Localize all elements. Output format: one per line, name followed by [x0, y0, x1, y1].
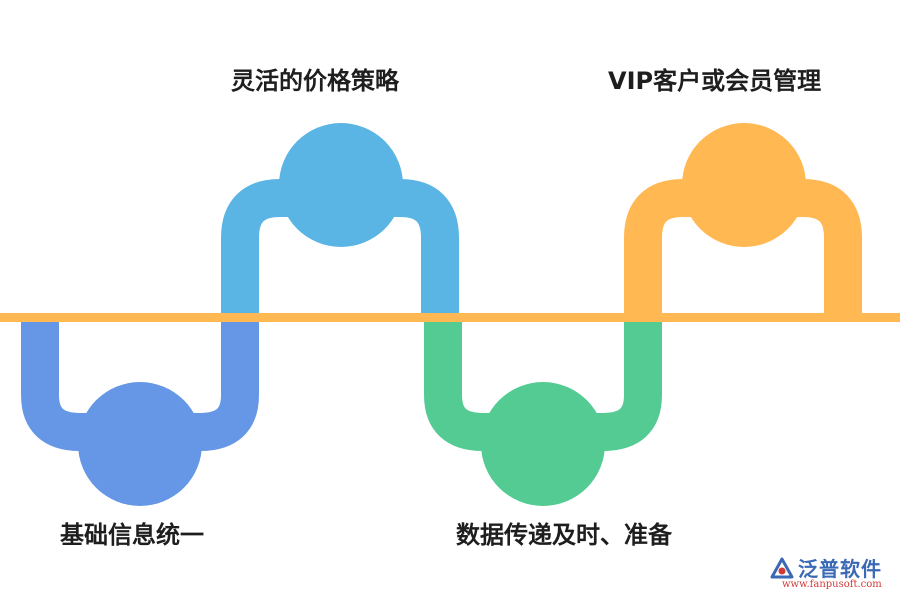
- step-3-loop: [424, 318, 662, 506]
- logo-name: 泛普软件: [798, 557, 882, 581]
- step-3-circle: [481, 382, 605, 506]
- step-2-label: 灵活的价格策略: [231, 67, 399, 95]
- step-4-loop: [624, 123, 862, 318]
- step-2-loop: [221, 123, 459, 318]
- step-1-circle: [78, 382, 202, 506]
- step-4-label: VIP客户或会员管理: [608, 67, 822, 95]
- baseline: [0, 313, 900, 322]
- logo-url: www.fanpusoft.com: [782, 579, 882, 590]
- logo-mark-icon: [770, 557, 794, 579]
- brand-logo: 泛普软件 www.fanpusoft.com: [768, 553, 892, 593]
- step-2-circle: [279, 123, 403, 247]
- step-1-loop: [21, 318, 259, 506]
- step-1-label: 基础信息统一: [60, 521, 204, 549]
- step-3-label: 数据传递及时、准备: [456, 521, 672, 549]
- step-4-circle: [682, 123, 806, 247]
